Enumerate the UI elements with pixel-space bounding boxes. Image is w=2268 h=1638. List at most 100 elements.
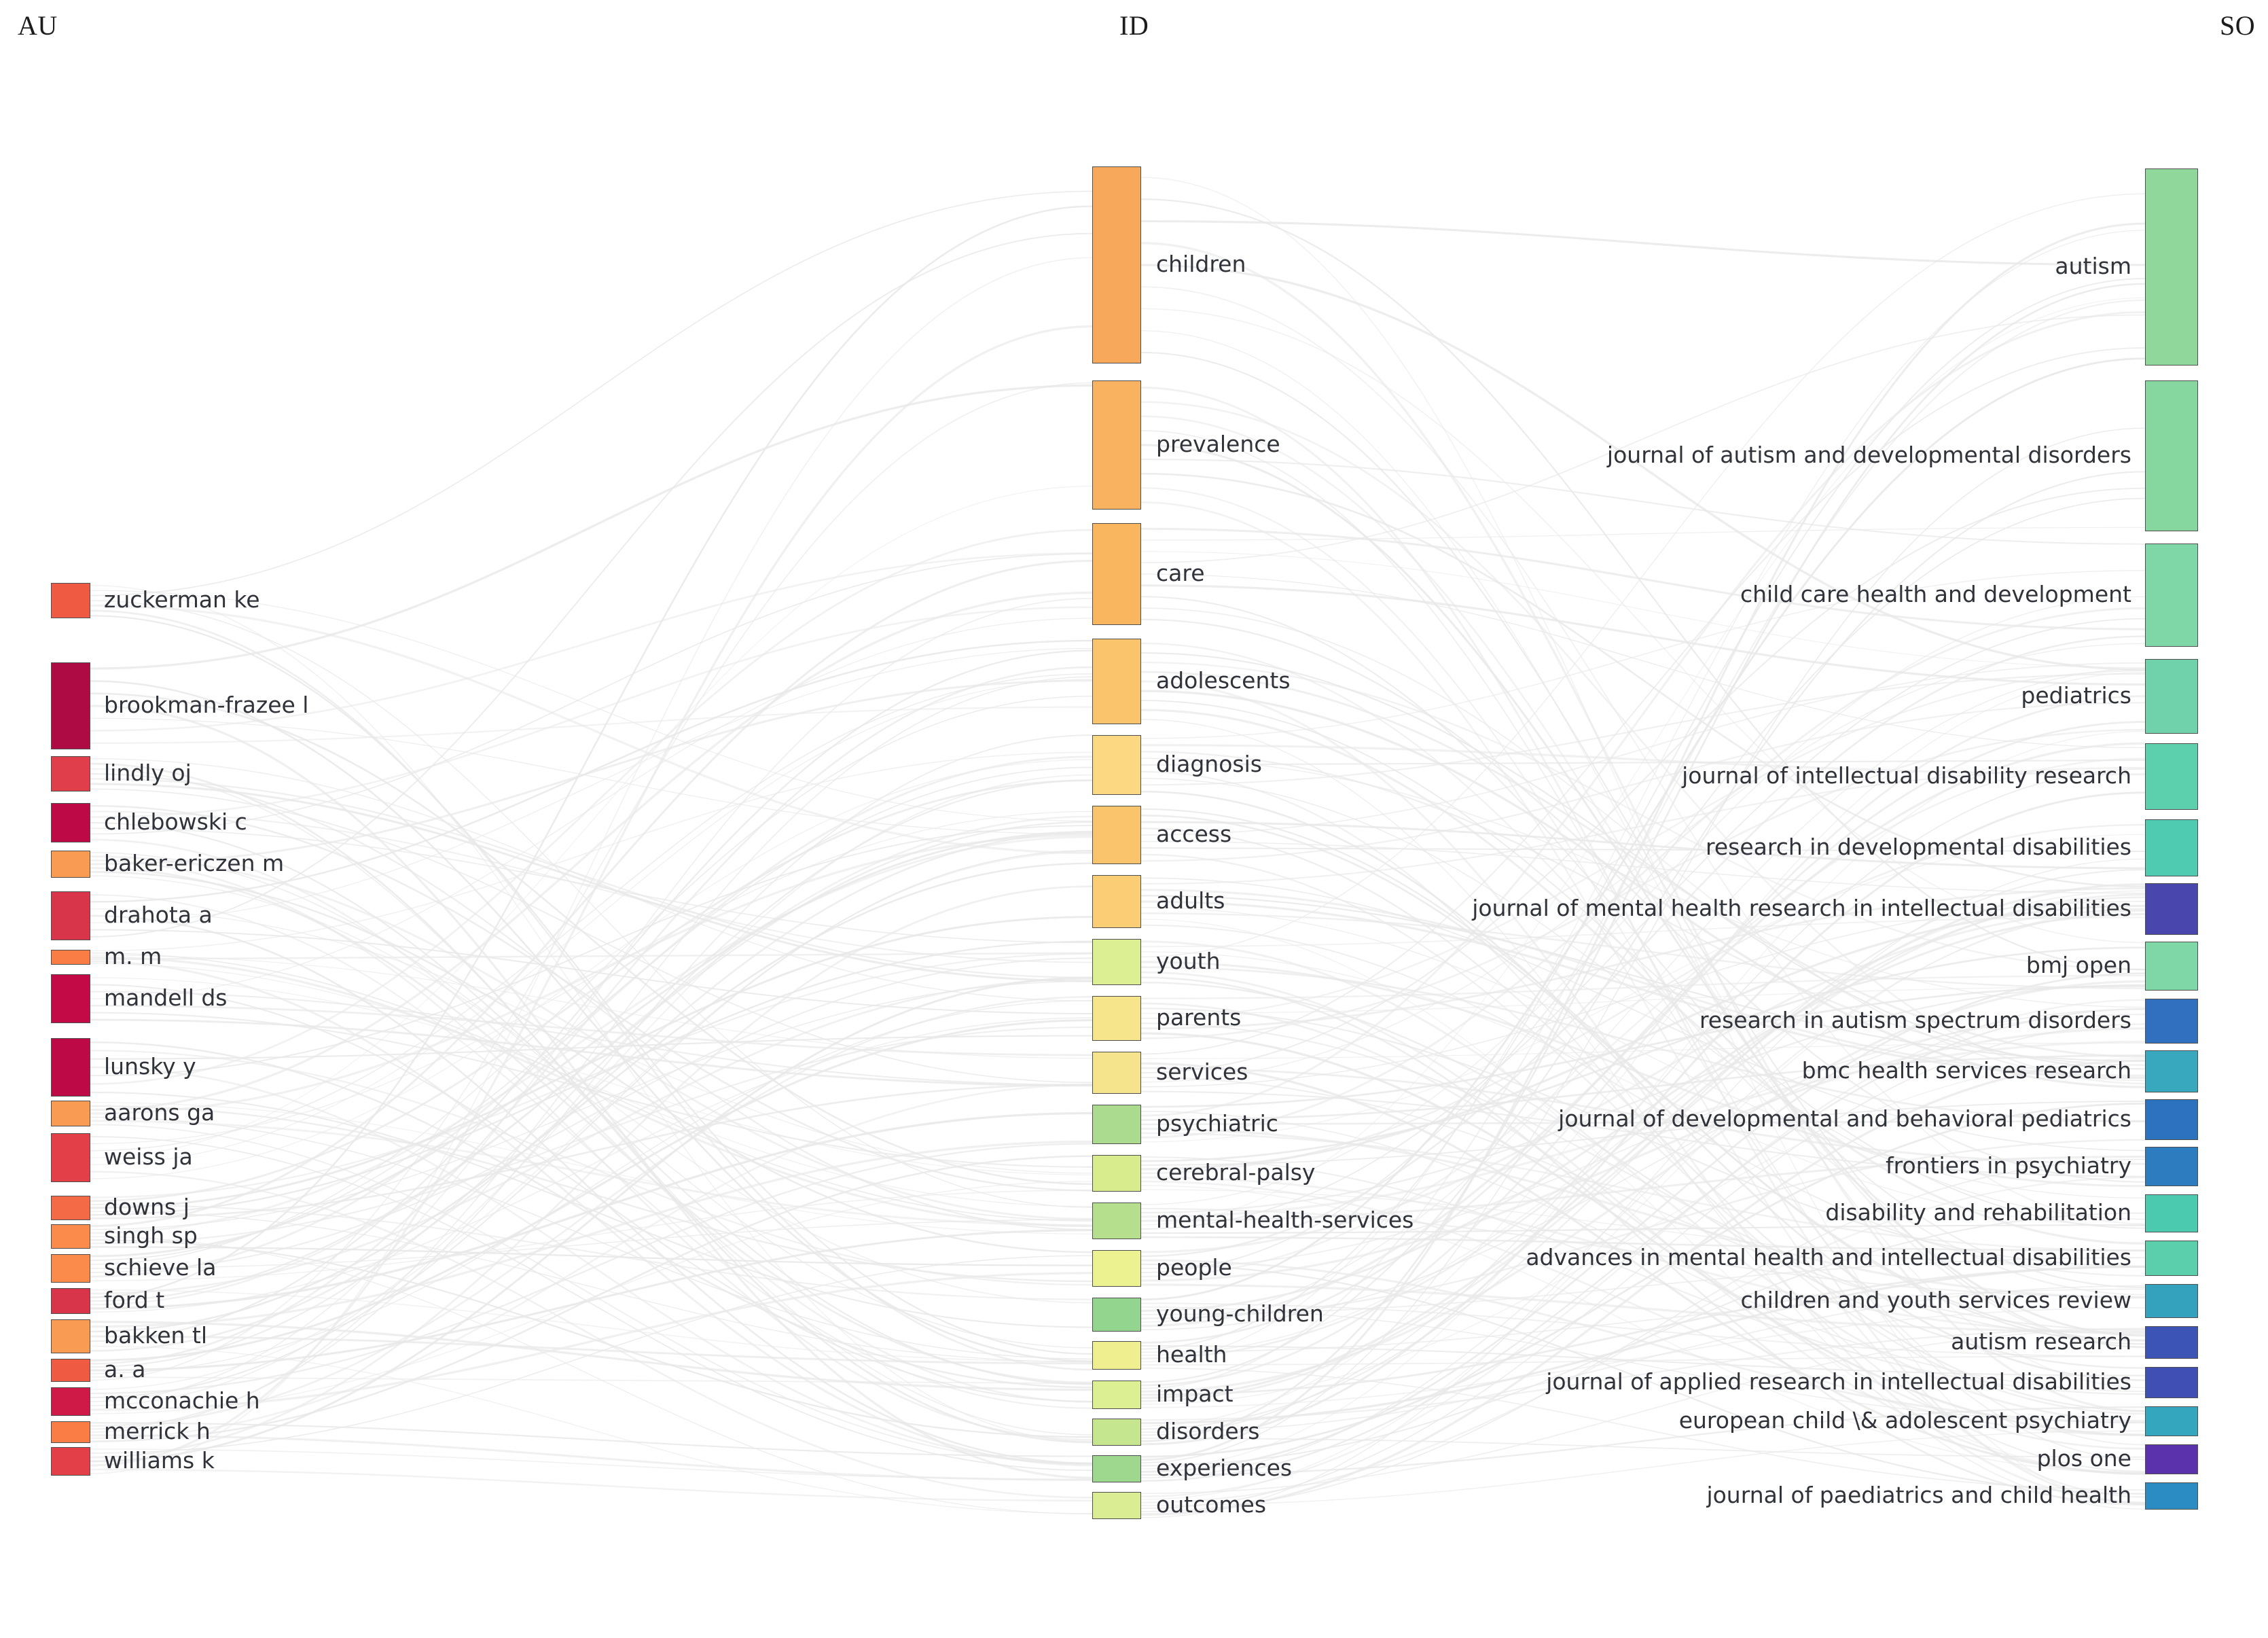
node-id[interactable] — [1092, 380, 1141, 510]
node-au[interactable] — [51, 583, 90, 618]
flow-link — [1140, 984, 2146, 1108]
node-so[interactable] — [2145, 1367, 2198, 1398]
flow-link — [90, 875, 1093, 1304]
node-id[interactable] — [1092, 1052, 1141, 1094]
flow-link — [1140, 551, 2146, 669]
node-au[interactable] — [51, 950, 90, 965]
node-id[interactable] — [1092, 1155, 1141, 1192]
flow-link — [90, 851, 1093, 1390]
node-id[interactable] — [1092, 875, 1141, 928]
node-label-au: drahota a — [104, 902, 213, 928]
node-au[interactable] — [51, 1101, 90, 1126]
node-id[interactable] — [1092, 939, 1141, 985]
node-au[interactable] — [51, 1387, 90, 1416]
flow-link — [90, 1019, 1093, 1361]
flow-link — [90, 821, 1093, 1385]
node-so[interactable] — [2145, 544, 2198, 647]
node-id[interactable] — [1092, 1492, 1141, 1519]
node-id[interactable] — [1092, 166, 1141, 363]
node-so[interactable] — [2145, 819, 2198, 876]
node-label-au: ford t — [104, 1287, 165, 1313]
node-so[interactable] — [2145, 1099, 2198, 1140]
node-so[interactable] — [2145, 1284, 2198, 1318]
node-so[interactable] — [2145, 1147, 2198, 1186]
flow-link — [90, 647, 1093, 923]
node-id[interactable] — [1092, 1381, 1141, 1409]
node-au[interactable] — [51, 1319, 90, 1353]
flow-link — [90, 957, 1093, 1273]
node-so[interactable] — [2145, 743, 2198, 810]
node-so[interactable] — [2145, 883, 2198, 935]
node-so[interactable] — [2145, 1326, 2198, 1359]
node-id[interactable] — [1092, 1341, 1141, 1370]
node-label-so: journal of mental health research in int… — [1472, 895, 2131, 921]
node-so[interactable] — [2145, 1050, 2198, 1092]
node-au[interactable] — [51, 803, 90, 842]
node-label-id: adolescents — [1156, 667, 1291, 694]
node-au[interactable] — [51, 1254, 90, 1283]
node-so[interactable] — [2145, 1241, 2198, 1276]
node-label-au: singh sp — [104, 1222, 198, 1249]
node-label-au: lindly oj — [104, 760, 192, 786]
flow-link — [90, 940, 1093, 1216]
node-id[interactable] — [1092, 523, 1141, 625]
flow-link — [1140, 834, 2146, 1143]
flow-link — [90, 929, 1093, 1014]
flow-link — [90, 1000, 1093, 1374]
flow-link — [1140, 618, 2146, 1230]
node-id[interactable] — [1092, 1455, 1141, 1482]
flow-link — [90, 832, 1093, 1352]
flow-link — [90, 1111, 1093, 1310]
node-au[interactable] — [51, 851, 90, 878]
node-au[interactable] — [51, 1196, 90, 1220]
node-au[interactable] — [51, 1421, 90, 1443]
flow-link — [90, 779, 1093, 1203]
node-so[interactable] — [2145, 1482, 2198, 1510]
node-so[interactable] — [2145, 1444, 2198, 1474]
node-so[interactable] — [2145, 942, 2198, 991]
flow-link — [1140, 472, 2146, 888]
flow-link — [1140, 230, 2146, 1362]
node-label-so: frontiers in psychiatry — [1886, 1152, 2131, 1179]
node-id[interactable] — [1092, 735, 1141, 795]
node-id[interactable] — [1092, 639, 1141, 724]
node-id[interactable] — [1092, 806, 1141, 864]
node-so[interactable] — [2145, 1406, 2198, 1436]
node-au[interactable] — [51, 891, 90, 940]
node-au[interactable] — [51, 1359, 90, 1382]
node-label-so: autism — [2055, 253, 2131, 279]
node-so[interactable] — [2145, 1194, 2198, 1232]
flow-link — [1140, 662, 2146, 836]
flow-link — [1140, 401, 2146, 1085]
node-au[interactable] — [51, 756, 90, 791]
flow-link — [90, 1229, 1093, 1372]
node-label-au: zuckerman ke — [104, 586, 260, 613]
node-id[interactable] — [1092, 1298, 1141, 1332]
node-au[interactable] — [51, 974, 90, 1023]
flow-link — [90, 772, 1093, 1231]
node-au[interactable] — [51, 1038, 90, 1097]
node-id[interactable] — [1092, 1250, 1141, 1287]
node-label-so: journal of intellectual disability resea… — [1682, 762, 2131, 789]
node-id[interactable] — [1092, 1419, 1141, 1446]
node-so[interactable] — [2145, 380, 2198, 531]
node-label-so: plos one — [2036, 1445, 2131, 1472]
node-label-au: downs j — [104, 1194, 190, 1220]
node-so[interactable] — [2145, 168, 2198, 366]
node-au[interactable] — [51, 1133, 90, 1182]
node-id[interactable] — [1092, 996, 1141, 1041]
node-au[interactable] — [51, 1288, 90, 1314]
node-so[interactable] — [2145, 999, 2198, 1044]
node-id[interactable] — [1092, 1203, 1141, 1239]
node-au[interactable] — [51, 1224, 90, 1249]
node-au[interactable] — [51, 1447, 90, 1476]
flow-link — [90, 692, 1093, 1186]
node-so[interactable] — [2145, 659, 2198, 734]
node-id[interactable] — [1092, 1105, 1141, 1144]
flow-link — [90, 696, 1093, 1265]
flow-link — [90, 1091, 1093, 1328]
flow-link — [90, 952, 1093, 1222]
flow-link — [1140, 297, 2146, 1226]
flow-link — [90, 894, 1093, 1409]
node-au[interactable] — [51, 662, 90, 749]
